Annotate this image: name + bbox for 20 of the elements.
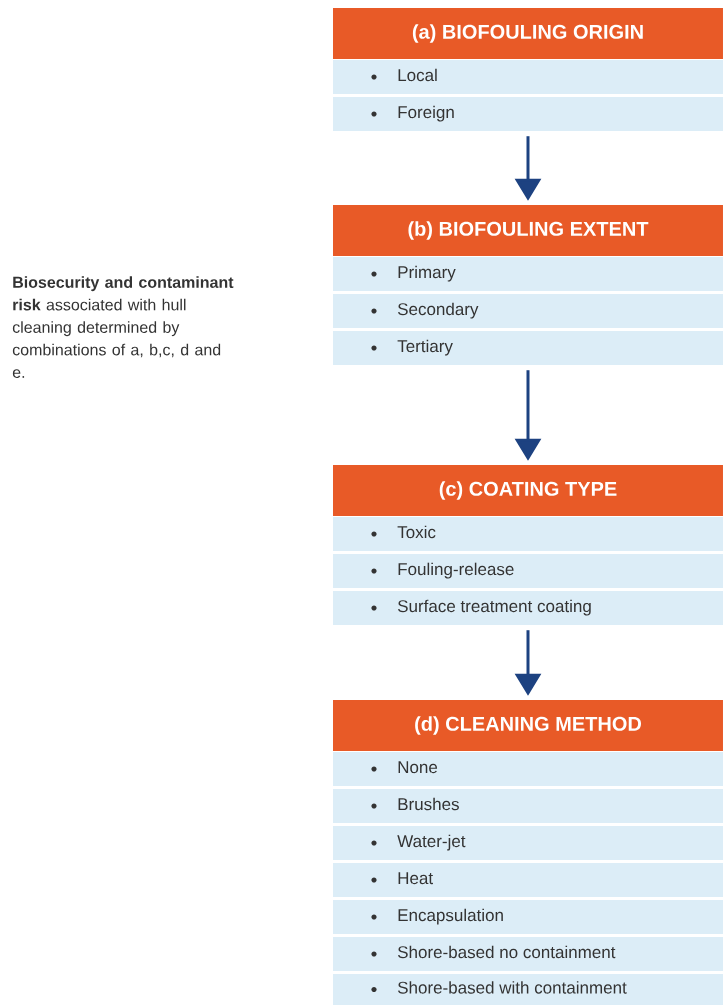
node-label: Encapsulation [398,908,503,925]
node-label: Brushes [398,797,459,811]
node-label: None [398,761,438,774]
node-label: Foreign [398,105,454,122]
node-label: Shore-based with containment [397,981,627,994]
node-label: Toxic [397,525,436,539]
node-label: Surface treatment coating [397,599,591,616]
node-label: Heat [398,872,433,885]
node-label: Fouling-release [398,562,514,579]
list-box: (c) COATING TYPE Toxic Fouling-release Surface treatment coating [333,465,723,625]
node-label: Primary [398,265,456,282]
node-label: Tertiary [397,339,453,356]
list-box: (d) CLEANING METHOD None Brushes Water-jet Heat Encapsulation Shore-based no containment Shore-based with containment [333,700,723,1005]
node-label: Local [398,68,437,82]
note-text: Biosecurity and contaminant risk associated with hull cleaning determined by combinations of a, b,c, d and e. [12,276,234,378]
node-label: Shore-based no containment [397,945,616,959]
node-label: Secondary [397,302,479,319]
list-box: (b) BIOFOULING EXTENT Primary Secondary Tertiary [333,205,723,365]
list-box: (a) BIOFOULING ORIGIN Local Foreign [333,8,723,131]
node-label: Water-jet [397,834,466,851]
